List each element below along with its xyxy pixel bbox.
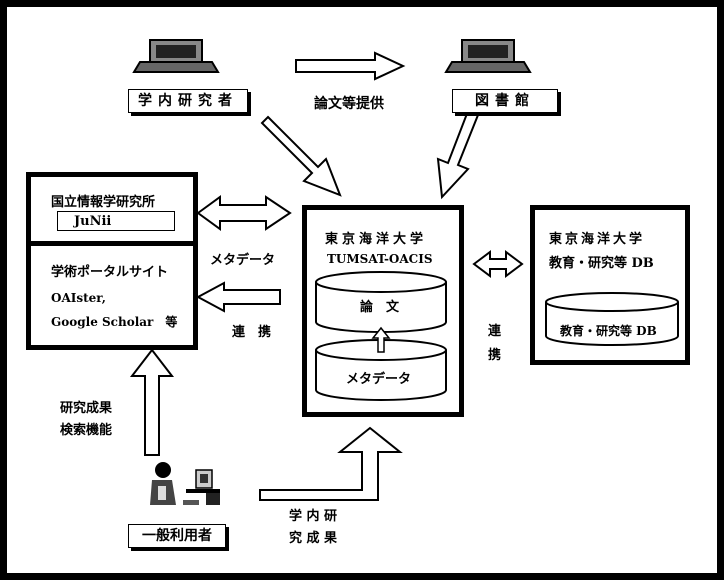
label-internal-research: 学 内 研 究 成 果 [289, 506, 337, 550]
arrow-nii-oacis [196, 195, 292, 231]
label-search-function-line2: 検索機能 [60, 423, 113, 438]
arrow-oacis-to-portal [195, 281, 281, 313]
person-at-computer-icon [150, 462, 220, 505]
oacis-title: 東京海洋大学 [325, 232, 428, 247]
edu-box: 東京海洋大学 教育・研究等 DB [530, 205, 690, 365]
arrow-researcher-to-oacis [260, 115, 342, 197]
label-search-function-line1: 研究成果 [60, 401, 113, 416]
arrow-oacis-edu [472, 250, 524, 278]
oacis-box: 東京海洋大学 TUMSAT-OACIS [302, 205, 464, 417]
arrow-user-to-oacis [259, 426, 403, 501]
edu-subtitle: 教育・研究等 DB [549, 256, 654, 271]
oacis-subtitle: TUMSAT-OACIS [327, 252, 433, 266]
node-general-user: 一般利用者 [128, 524, 226, 548]
edu-db-cylinder [545, 292, 679, 346]
arrow-paper-provision [295, 51, 406, 81]
nii-service-label: JuNii [74, 214, 112, 229]
node-general-user-label: 一般利用者 [142, 528, 212, 544]
label-search-function: 研究成果 検索機能 [60, 398, 112, 442]
node-library: 図書館 [452, 89, 558, 113]
label-paper-provision: 論文等提供 [314, 96, 384, 112]
laptop-icon [444, 39, 532, 73]
node-researcher-label: 学内研究者 [138, 93, 238, 109]
portal-title: 学術ポータルサイト [51, 265, 169, 280]
node-researcher: 学内研究者 [128, 89, 248, 113]
laptop-icon [132, 39, 220, 73]
portal-line1: OAIster, [51, 291, 106, 305]
label-link-right-text: 連 携 [488, 324, 515, 363]
edu-db-label: 教育・研究等 DB [560, 324, 657, 338]
arrow-user-to-portal [129, 348, 175, 456]
label-link-left: 連 携 [232, 325, 272, 340]
label-metadata: メタデータ [210, 253, 276, 268]
edu-title: 東京海洋大学 [549, 232, 646, 247]
paper-db-label: 論 文 [360, 300, 400, 315]
label-internal-research-line2: 究 成 果 [289, 531, 338, 546]
metadata-db-label: メタデータ [346, 372, 412, 387]
node-library-label: 図書館 [475, 93, 535, 109]
portal-line2: Google Scholar 等 [51, 315, 178, 329]
nii-portal-divider [31, 241, 193, 246]
paper-db-cylinder [315, 271, 447, 333]
label-link-right: 連 携 [488, 320, 514, 368]
label-internal-research-line1: 学 内 研 [289, 509, 338, 524]
arrow-metadata-to-paper [371, 326, 391, 353]
nii-service-box: JuNii [57, 211, 175, 231]
nii-portal-box: 国立情報学研究所 JuNii 学術ポータルサイト OAIster, Google… [26, 172, 198, 350]
nii-title: 国立情報学研究所 [51, 195, 156, 210]
arrow-library-to-oacis [436, 109, 480, 200]
